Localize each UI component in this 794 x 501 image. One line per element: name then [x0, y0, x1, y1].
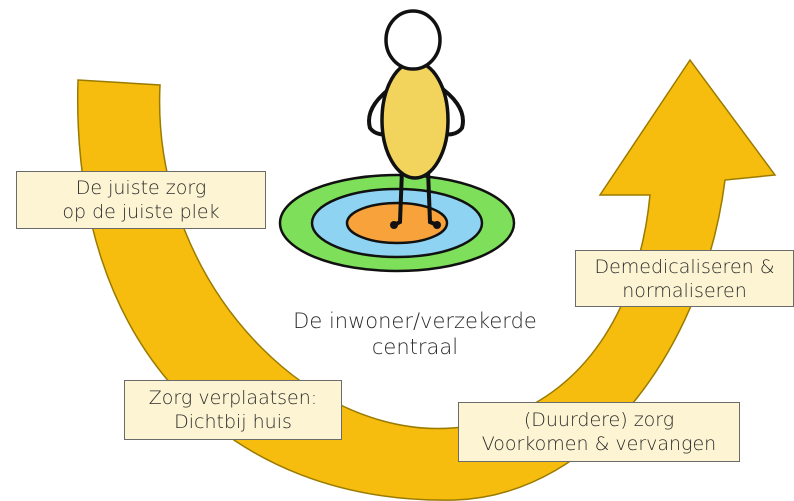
label-juiste-zorg: De juiste zorg op de juiste plek — [16, 171, 266, 229]
person-figure — [367, 9, 465, 229]
center-caption-line1: De inwoner/verzekerde — [293, 309, 537, 333]
label-demedicaliseren-line2: normaliseren — [622, 279, 747, 302]
label-zorg-verplaatsen: Zorg verplaatsen: Dichtbij huis — [124, 380, 342, 440]
label-duurdere-zorg-line1: (Duurdere) zorg — [523, 409, 675, 431]
center-caption-line2: centraal — [371, 335, 459, 359]
label-duurdere-zorg: (Duurdere) zorg Voorkomen & vervangen — [458, 402, 740, 462]
label-juiste-zorg-line1: De juiste zorg — [75, 177, 207, 199]
label-zorg-verplaatsen-line2: Dichtbij huis — [174, 411, 292, 433]
label-zorg-verplaatsen-line1: Zorg verplaatsen: — [148, 387, 318, 409]
center-caption: De inwoner/verzekerde centraal — [260, 308, 570, 360]
person-head — [384, 9, 442, 71]
label-demedicaliseren-line1: Demedicaliseren & — [594, 255, 775, 278]
label-demedicaliseren: Demedicaliseren & normaliseren — [575, 250, 794, 307]
label-juiste-zorg-line2: op de juiste plek — [62, 201, 220, 223]
label-duurdere-zorg-line2: Voorkomen & vervangen — [481, 433, 717, 455]
